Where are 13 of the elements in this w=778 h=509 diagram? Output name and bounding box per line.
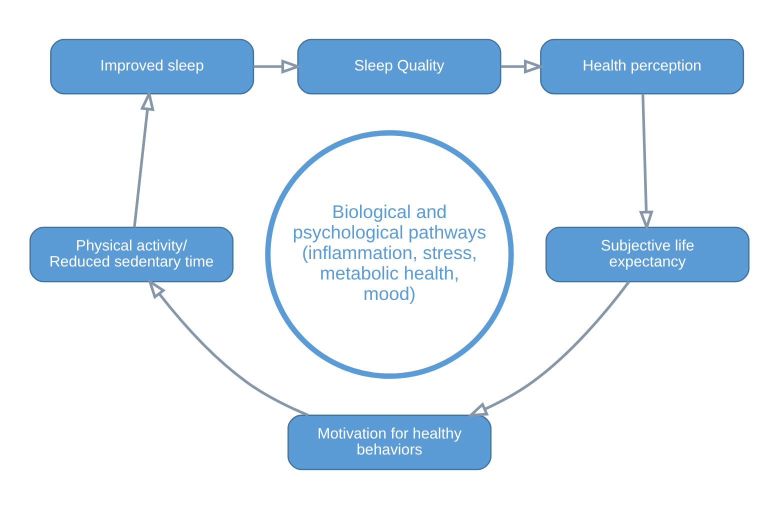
node-box: Sleep Quality <box>296 38 501 94</box>
node-box: Physical activity/ Reduced sedentary time <box>29 226 233 282</box>
node-box: Motivation for healthy behaviors <box>287 414 491 470</box>
node-circle: Biological and psychological pathways (inflammation, stress, metabolic health, mood) <box>264 130 514 379</box>
arrow <box>466 280 630 417</box>
arrow <box>638 94 653 232</box>
arrow <box>132 90 154 228</box>
arrow <box>500 59 544 74</box>
arrow <box>146 278 308 417</box>
node-box: Health perception <box>540 38 744 94</box>
node-box: Improved sleep <box>50 38 254 94</box>
arrow <box>252 59 302 74</box>
node-box: Subjective life expectancy <box>545 226 749 282</box>
